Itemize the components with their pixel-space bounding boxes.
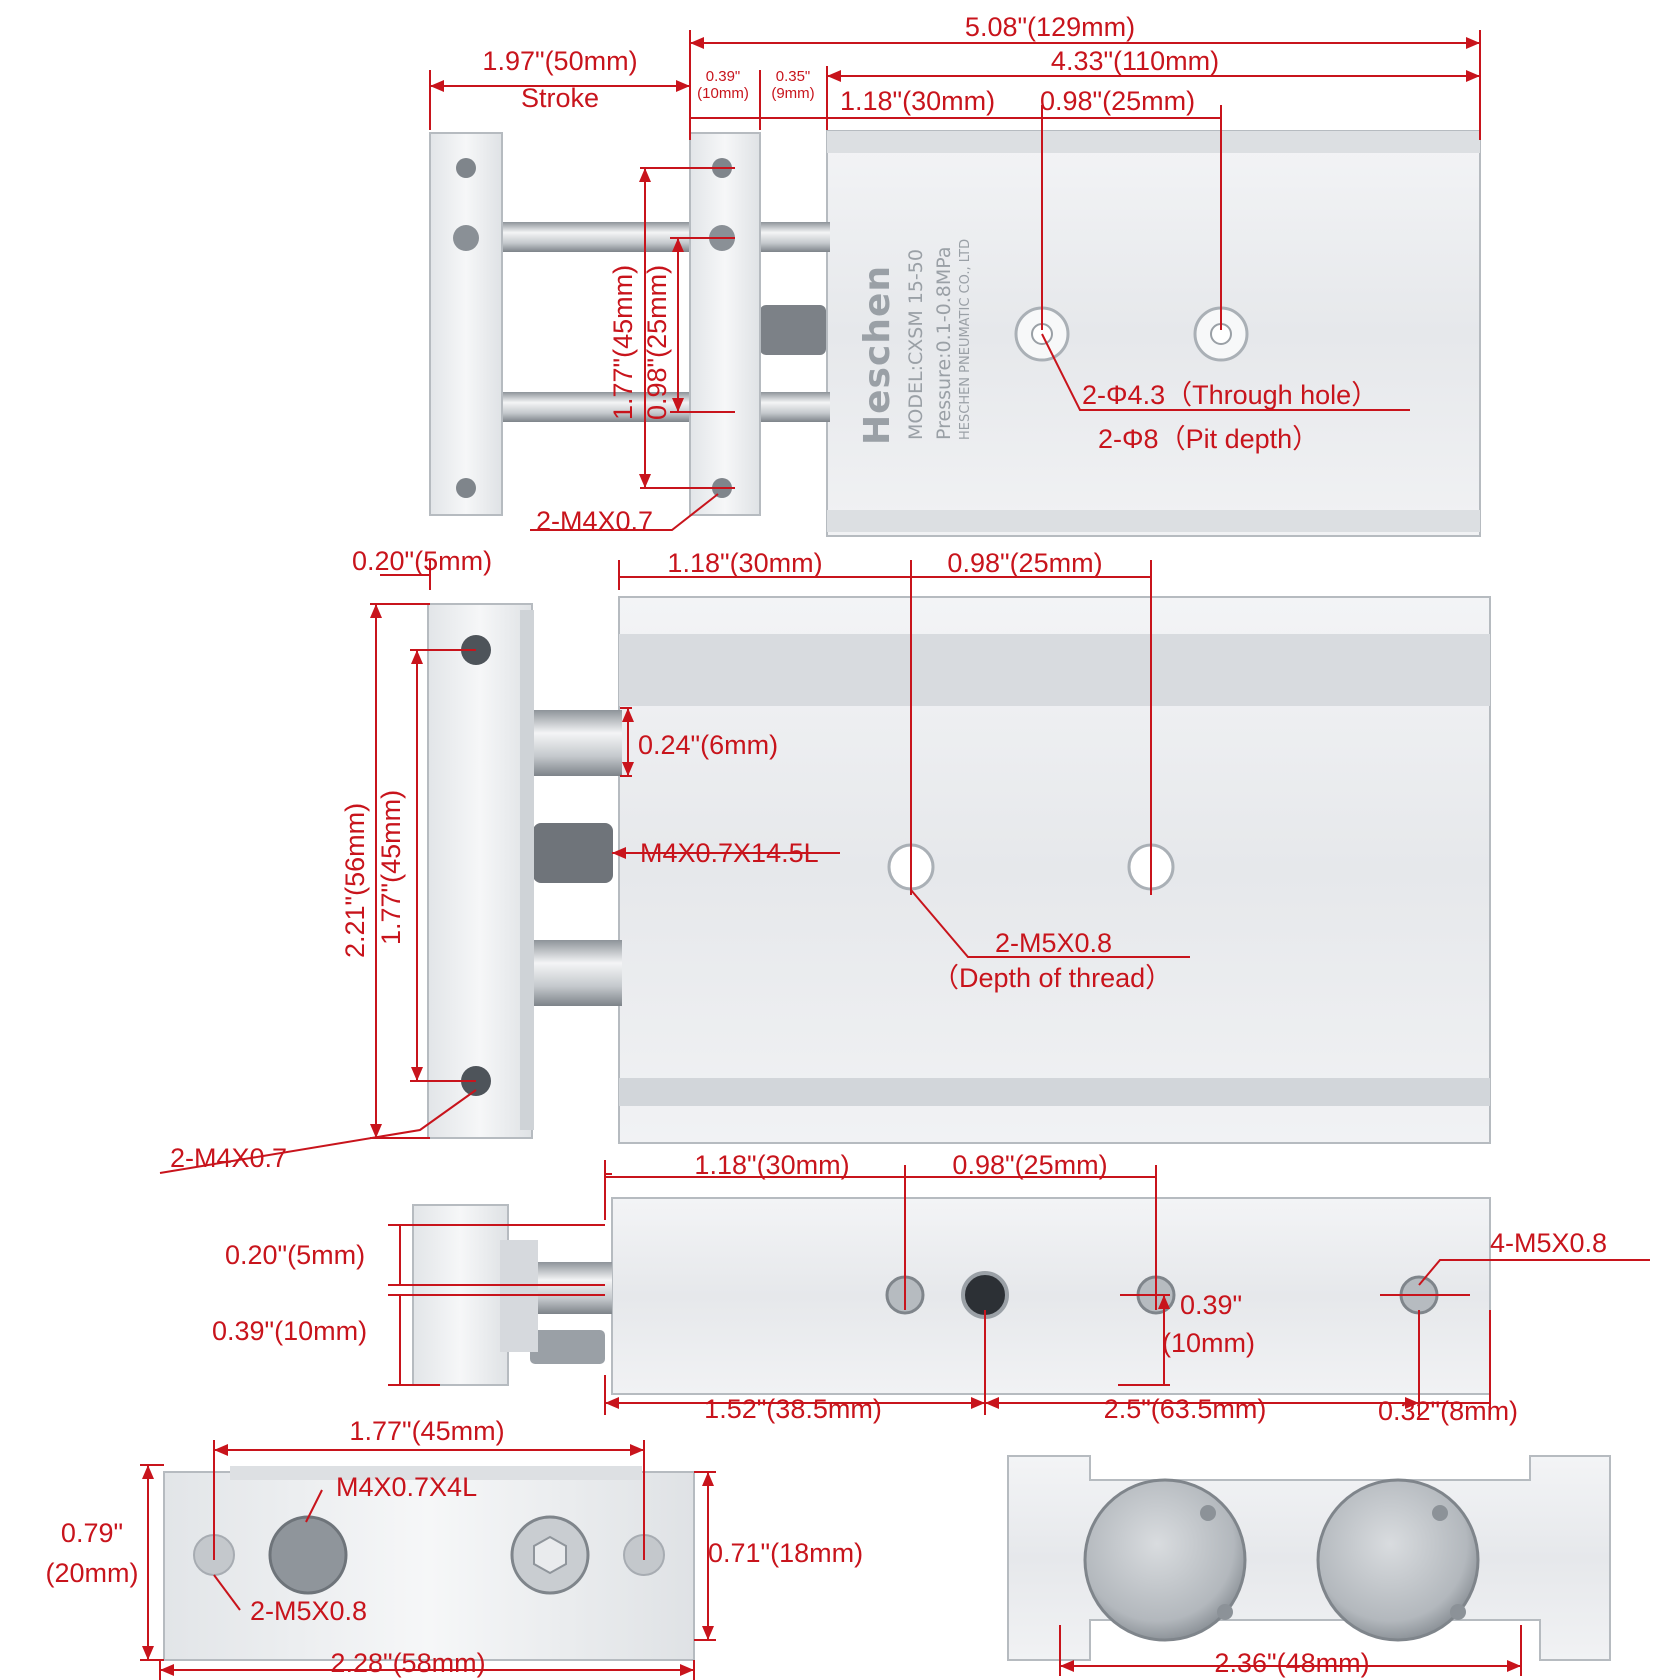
bottom-view (412, 1197, 1491, 1395)
dim-top-hole-pitch: 0.98"(25mm) (1040, 86, 1196, 116)
dim-through-hole: 2-Φ4.3（Through hole） (1082, 380, 1379, 410)
end-plate-top-edge (230, 1466, 642, 1480)
dim-port-pitch: 2.5"(63.5mm) (1103, 1394, 1267, 1424)
maker-text: HESCHEN PNEUMATIC CO., LTD (958, 238, 973, 440)
dim-port-offset: 1.52"(38.5mm) (704, 1394, 882, 1424)
dim-side-height: 2.21"(56mm) (340, 802, 370, 958)
dim-bottom-hole-offset: 1.18"(30mm) (694, 1150, 850, 1180)
end-screw-hex (533, 1535, 567, 1575)
dim-stroke-word: Stroke (520, 83, 600, 113)
rear-piston-pin (1217, 1604, 1233, 1620)
end-view (163, 1466, 695, 1661)
bottom-bolt (530, 1330, 605, 1364)
end-screw (268, 1515, 348, 1595)
rear-piston-pin (1450, 1604, 1466, 1620)
dim-top-hole-offset: 1.18"(30mm) (840, 86, 996, 116)
dim-end-hole-span: 1.77"(45mm) (349, 1416, 505, 1446)
side-end-plate (427, 603, 533, 1139)
dim-end-height-a: 0.79" (60, 1518, 124, 1548)
rear-piston-pin (1432, 1505, 1448, 1521)
dim-rod-dia: 0.24"(6mm) (638, 730, 779, 760)
dim-end-side-thread: 2-M5X0.8 (250, 1596, 368, 1626)
dim-thread-depth: （Depth of thread） (932, 963, 1173, 993)
dim-plate-thick-a: 0.39" (705, 68, 741, 85)
dim-side-hole-offset: 1.18"(30mm) (667, 548, 823, 578)
dim-port-height-a: 0.39" (1180, 1290, 1243, 1320)
top-body-rail-top (827, 131, 1480, 153)
dimension-arrows (142, 37, 1521, 1676)
dim-top-plate-span: 1.77"(45mm) (608, 264, 638, 420)
top-end-plate-outer (429, 132, 503, 516)
dim-bottom-rod-height: 0.39"(10mm) (212, 1316, 368, 1346)
pressure-text: Pressure:0.1-0.8MPa (933, 246, 955, 440)
rear-view (1007, 1455, 1611, 1661)
dim-plate-thick: 0.39"(10mm) (697, 68, 749, 102)
top-rod-lower (500, 392, 830, 422)
dim-plate-thick-b: (10mm) (697, 85, 749, 102)
dim-side-lip: 0.20"(5mm) (352, 546, 493, 576)
top-plate-hole (453, 225, 479, 251)
top-end-plate-inner (689, 132, 761, 516)
top-plate-hole (456, 158, 476, 178)
dim-end-offset: 0.32"(8mm) (1377, 1396, 1519, 1426)
dim-side-hole-pitch: 0.98"(25mm) (947, 548, 1103, 578)
top-view (429, 130, 1481, 537)
dim-end-height-b: (20mm) (45, 1558, 139, 1588)
side-bolt-nut (533, 823, 613, 883)
dim-bottom-step: 0.20"(5mm) (225, 1240, 366, 1270)
dim-gap-a: 0.35" (775, 68, 811, 85)
brand-logo: Heschen (857, 265, 898, 445)
side-body-groove-top (619, 634, 1490, 706)
side-view (427, 596, 1491, 1144)
dim-port-thread: 4-M5X0.8 (1490, 1228, 1608, 1258)
dim-end-width: 2.28"(58mm) (330, 1648, 486, 1678)
top-bolt-nut (760, 305, 826, 355)
dim-end-screw: M4X0.7X4L (336, 1472, 478, 1502)
dim-overall-length: 5.08"(129mm) (964, 12, 1136, 42)
side-end-plate-lip (520, 610, 534, 1130)
dim-stroke-value: 1.97"(50mm) (482, 46, 638, 76)
dim-rear-width: 2.36"(48mm) (1214, 1648, 1370, 1678)
side-rod-lower (527, 940, 622, 1006)
dimension-lines (140, 30, 1650, 1680)
top-body (826, 130, 1481, 537)
rear-piston-pin (1200, 1505, 1216, 1521)
top-body-rail-bottom (827, 510, 1480, 532)
dim-top-plate-thread: 2-M4X0.7 (536, 506, 654, 536)
model-text: MODEL:CXSM 15-50 (905, 249, 927, 440)
dim-bottom-hole-pitch: 0.98"(25mm) (952, 1150, 1108, 1180)
dim-gap-b: (9mm) (771, 85, 815, 102)
dim-end-inner-height: 0.71"(18mm) (708, 1538, 864, 1568)
top-plate-hole (456, 478, 476, 498)
dim-pit-depth: 2-Φ8（Pit depth） (1098, 424, 1320, 454)
dim-port-height-b: (10mm) (1162, 1328, 1255, 1358)
dim-body-thread: 2-M5X0.8 (995, 928, 1113, 958)
dim-body-length: 4.33"(110mm) (1050, 46, 1220, 76)
side-body-groove-bottom (619, 1078, 1490, 1106)
dim-bolt: M4X0.7X14.5L (640, 838, 819, 868)
dim-side-hole-span: 1.77"(45mm) (376, 789, 406, 945)
bottom-body (611, 1197, 1491, 1395)
side-rod-upper (527, 710, 622, 776)
dim-top-rod-span: 0.98"(25mm) (642, 264, 672, 420)
dim-gap: 0.35"(9mm) (771, 68, 814, 102)
dim-side-plate-thread: 2-M4X0.7 (170, 1143, 288, 1173)
top-rod-upper (500, 222, 830, 252)
